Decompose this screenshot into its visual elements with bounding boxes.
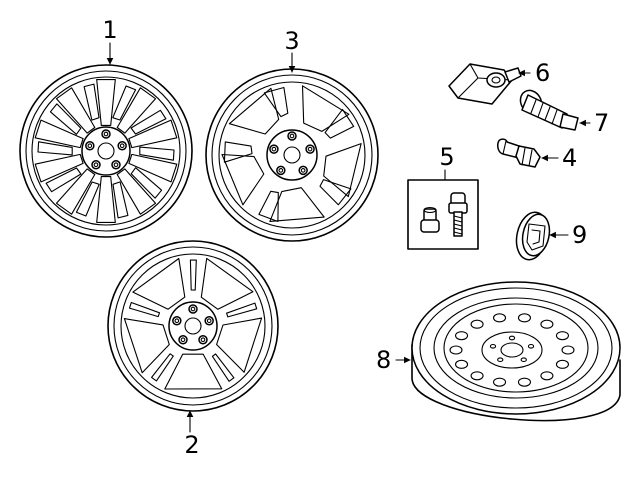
lug-hole [91,160,101,170]
callout-4: 4 [562,144,577,172]
callout-labels: 1 3 2 6 7 4 5 9 8 [102,16,609,459]
lug-hole [85,140,95,151]
vent-hole [470,319,484,329]
lug-hole [305,144,315,154]
wheel-lock-kit-5[interactable] [407,179,479,250]
vent-hole [540,371,554,381]
callout-9: 9 [572,221,587,249]
lug-hole [269,144,279,154]
vent-hole [540,319,554,329]
wheel-1[interactable] [19,64,193,238]
callout-leaders [106,42,591,433]
callout-6: 6 [535,59,550,87]
callout-5: 5 [439,143,454,171]
callout-8: 8 [376,346,391,374]
vent-hole [517,313,532,323]
lug-hole [101,129,111,139]
lug-hole [172,315,182,326]
vent-hole [449,345,463,355]
vent-hole [555,359,570,369]
callout-7: 7 [594,109,609,137]
wheel-3[interactable] [205,68,379,242]
lug-hole [188,304,198,314]
vent-hole [454,331,469,341]
center-cap-9[interactable] [512,209,553,262]
vent-hole [470,371,484,381]
lug-hole [287,131,297,141]
callout-3: 3 [284,27,299,55]
callout-2: 2 [184,431,199,459]
vent-hole [492,313,507,323]
callout-1: 1 [102,16,117,44]
tpms-sensor-6[interactable] [448,63,522,105]
vent-hole [561,345,575,355]
lug-hole [276,165,286,176]
lug-hole [178,335,188,345]
vent-hole [517,377,532,387]
valve-stem-7[interactable] [516,87,579,131]
lug-hole [198,335,208,345]
lug-bolt-4[interactable] [497,138,541,168]
vent-hole [454,359,469,369]
spare-wheel-8[interactable] [411,281,621,422]
wheel-2[interactable] [107,240,279,412]
vent-hole [492,377,507,387]
lug-hole [298,165,308,176]
lug-hole [111,160,121,170]
lug-hole [204,315,214,326]
vent-hole [555,331,570,341]
lug-hole [117,140,127,151]
